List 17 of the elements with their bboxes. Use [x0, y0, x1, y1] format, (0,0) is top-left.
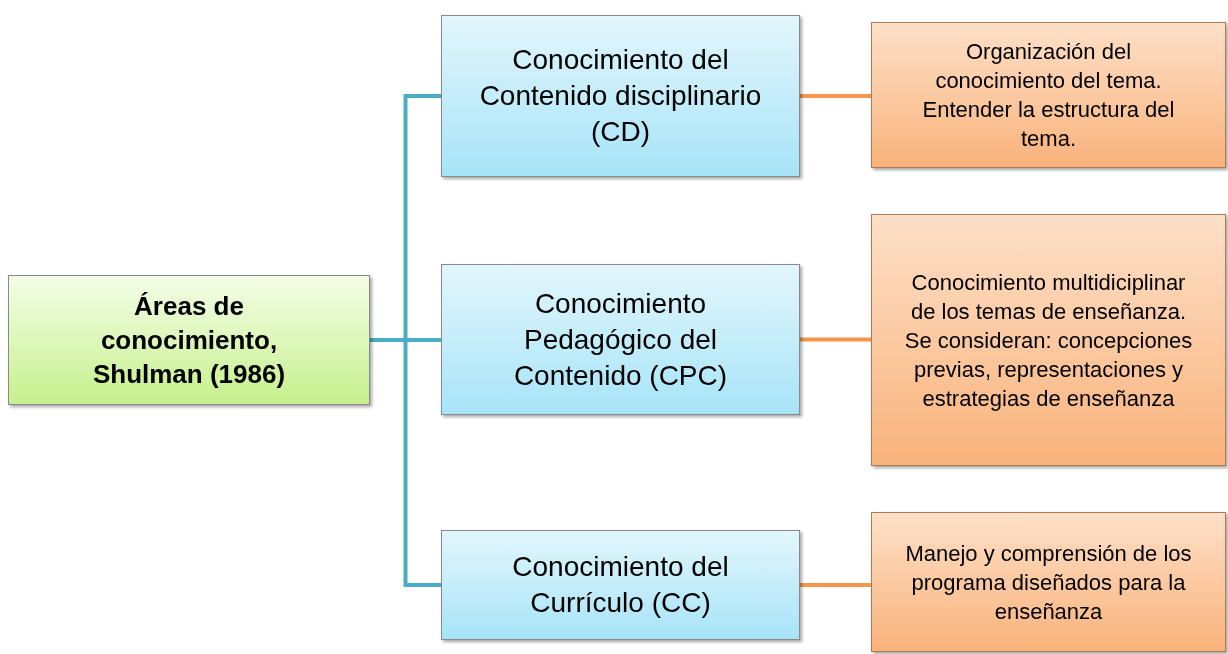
description-box [871, 22, 1226, 168]
box-text: Conocimiento Pedagógico del Contenido (CPC) [512, 286, 729, 393]
description-box [871, 214, 1226, 466]
connector-line [800, 94, 871, 98]
topic-box [8, 275, 370, 405]
connector-line [800, 337, 871, 342]
category-box [441, 264, 800, 415]
box-text: Manejo y comprensión de los programa diseñados para la enseñanza [904, 539, 1193, 626]
connector-line [800, 583, 871, 587]
description-box [871, 512, 1226, 652]
box-text: Organización del conocimiento del tema. Entender la estructura del tema. [921, 38, 1176, 153]
category-box [441, 530, 800, 640]
category-box [441, 15, 800, 177]
box-text: Conocimiento del Currículo (CC) [511, 550, 730, 620]
box-text: Áreas de conocimiento, Shulman (1986) [91, 290, 287, 391]
box-text: Conocimiento multidiciplinar de los temas de enseñanza. Se consideran: concepciones previas, representaciones y estrategias de enseñanza [903, 268, 1194, 413]
box-text: Conocimiento del Contenido disciplinario (CD) [478, 43, 763, 149]
